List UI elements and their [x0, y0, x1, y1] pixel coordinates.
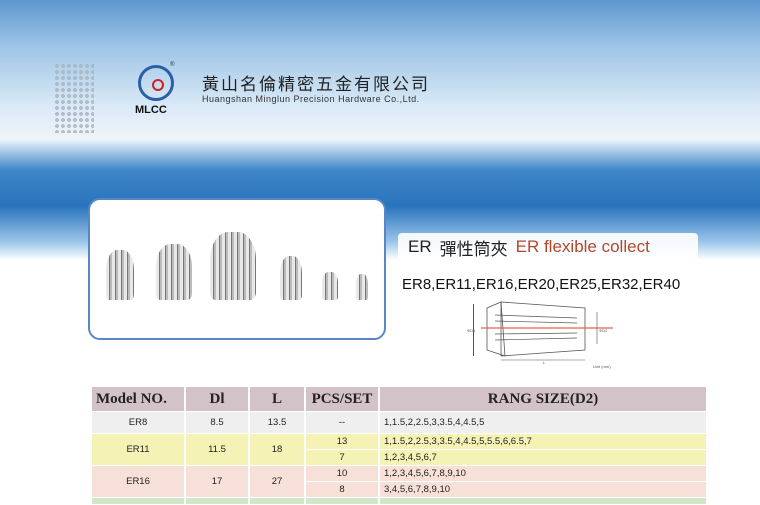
company-name-en: Huangshan Minglun Precision Hardware Co.…	[202, 94, 420, 104]
company-logo-icon	[138, 65, 174, 101]
cell-pcs: 8	[306, 482, 378, 497]
cell-pcs: --	[306, 412, 378, 433]
collet-image	[356, 274, 368, 300]
cell-range: 1,1.5,2,2.5,3,3.5,4,4.5,5,5.5,6,6.5,7	[380, 434, 706, 449]
header-pcs: PCS/SET	[306, 387, 378, 411]
table-row: ER16 17 27 10 1,2,3,4,5,6,7,8,9,10	[92, 466, 706, 497]
decorative-dot-grid	[54, 63, 94, 133]
collet-image	[156, 244, 192, 300]
collet-diagram: ΦD1 ΦD2 L Unit (mm)	[467, 301, 613, 369]
cell-dl: 17	[186, 466, 248, 497]
cell-range: 1,2,3,4,5,6,7	[380, 450, 706, 465]
cell-l: 27	[250, 466, 304, 497]
table-row: ER8 8.5 13.5 -- 1,1.5,2,2.5,3,3.5,4,4.5,…	[92, 412, 706, 433]
logo-text: MLCC	[135, 104, 167, 116]
d2-label: ΦD2	[599, 328, 608, 333]
header-l: L	[250, 387, 304, 411]
collet-image	[280, 256, 302, 300]
size-list: ER8,ER11,ER16,ER20,ER25,ER32,ER40	[402, 276, 681, 293]
header-model: Model NO.	[92, 387, 184, 411]
header-dl: Dl	[186, 387, 248, 411]
unit-label: Unit (mm)	[593, 364, 611, 369]
l-label: L	[543, 360, 546, 365]
collet-image	[106, 250, 134, 300]
table-header-row: Model NO. Dl L PCS/SET RANG SIZE(D2)	[92, 387, 706, 411]
cell-pcs: 7	[306, 450, 378, 465]
cell-range: 3,4,5,6,7,8,9,10	[380, 482, 706, 497]
cell-range: 1,2,3,4,5,6,7,8,9,10	[380, 466, 706, 481]
cell-model: ER16	[92, 466, 184, 497]
cell-dl: 8.5	[186, 412, 248, 433]
company-name-cn: 黃山名倫精密五金有限公司	[202, 75, 430, 94]
header-range: RANG SIZE(D2)	[380, 387, 706, 411]
title-prefix: ER	[408, 237, 432, 256]
product-title-bar: ER 彈性筒夾 ER flexible collect	[398, 233, 698, 261]
cell-model: ER8	[92, 412, 184, 433]
cell-range: 1,1.5,2,2.5,3,3.5,4,4.5,5	[380, 412, 706, 433]
d1-label: ΦD1	[467, 328, 476, 333]
title-en: ER flexible collect	[515, 237, 650, 256]
cell-model: ER11	[92, 434, 184, 465]
cell-pcs: 10	[306, 466, 378, 481]
registered-mark: ®	[170, 62, 175, 68]
cell-pcs: 13	[306, 434, 378, 449]
table-row: 7 1,2,3,4,5,6,7	[92, 450, 706, 465]
product-image-card	[88, 198, 386, 340]
title-cn: 彈性筒夾	[439, 239, 508, 259]
spec-table: Model NO. Dl L PCS/SET RANG SIZE(D2) ER8…	[90, 386, 708, 505]
table-row: 8 3,4,5,6,7,8,9,10	[92, 482, 706, 497]
table-row-partial	[92, 498, 706, 504]
cell-dl: 11.5	[186, 434, 248, 465]
collet-image	[322, 272, 338, 300]
cell-l: 18	[250, 434, 304, 465]
collet-image	[210, 232, 256, 300]
header-sky-background	[0, 0, 760, 150]
table-row: ER11 11.5 18 13 1,1.5,2,2.5,3,3.5,4,4.5,…	[92, 434, 706, 465]
cell-l: 13.5	[250, 412, 304, 433]
